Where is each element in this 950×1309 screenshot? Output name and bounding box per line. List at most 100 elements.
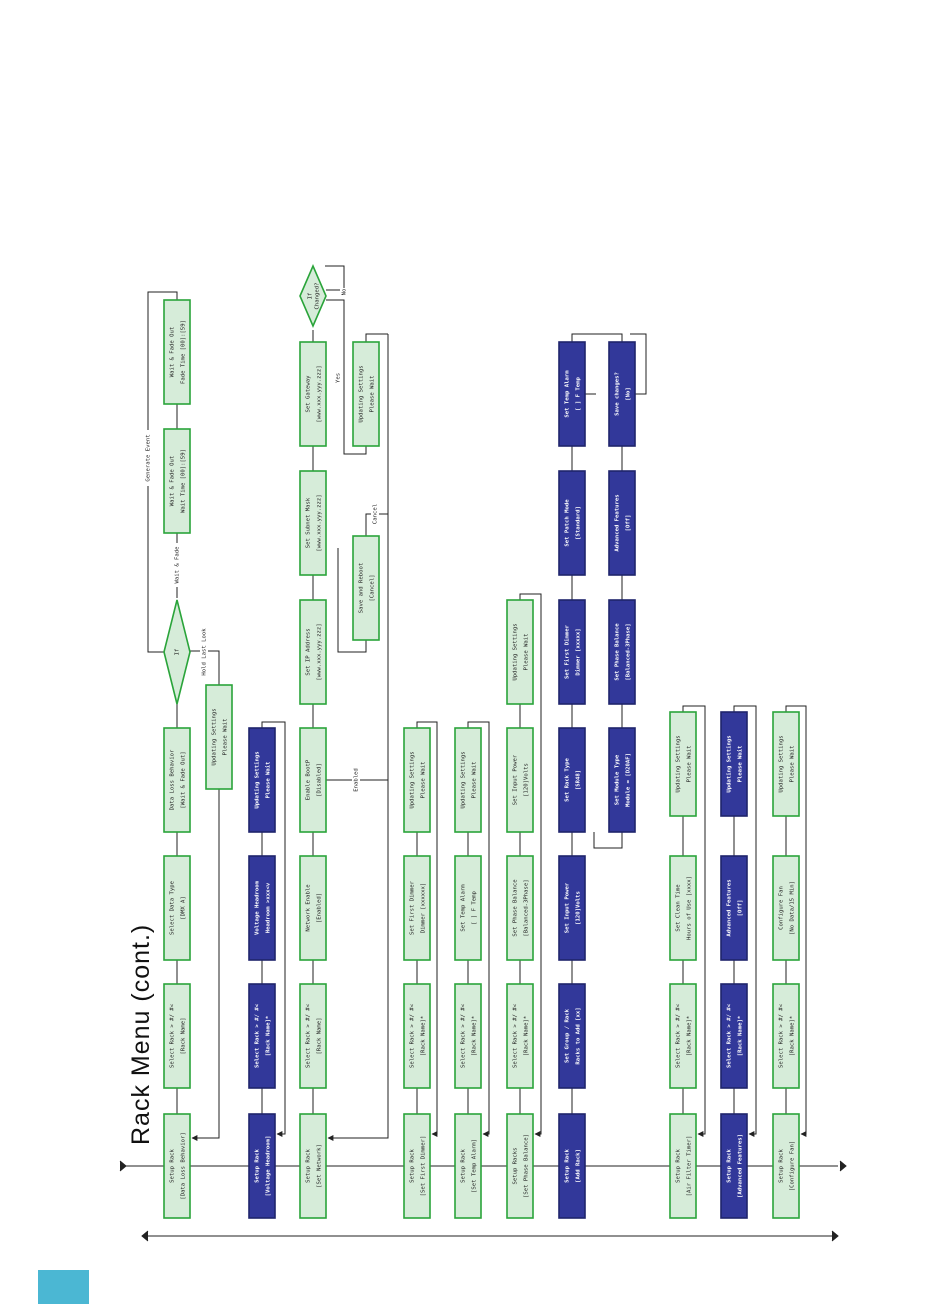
bottom-axis-arrow-right (831, 1230, 839, 1242)
menu-box (163, 299, 191, 405)
menu-box-line1: Setup Rack (170, 1149, 176, 1183)
save-link (337, 548, 367, 653)
menu-box-line2: Please Wait (472, 761, 478, 798)
menu-box-line1: Set Input Power (513, 754, 519, 805)
return-loop (519, 593, 542, 1137)
menu-box-line2: [Disabled] (317, 763, 323, 797)
menu-box-line1: Save changes? (615, 372, 621, 416)
menu-box (506, 599, 534, 705)
menu-box (506, 1113, 534, 1219)
return-loop (416, 721, 438, 1137)
menu-box-line2: [Off] (626, 515, 632, 532)
menu-box-line1: Updating Settings (461, 751, 467, 808)
menu-box-line1: Updating Settings (212, 708, 218, 765)
menu-box (558, 470, 586, 576)
menu-box-line2: [www.xxx.yyy.zzz] (317, 365, 323, 422)
edge-label: No (342, 289, 348, 296)
row1-return (191, 789, 220, 1141)
menu-box-line1: Updating Settings (779, 735, 785, 792)
menu-box (248, 983, 276, 1089)
menu-box-line2: [No] (626, 387, 632, 400)
menu-box (772, 1113, 800, 1219)
menu-box-line2: Racks to Add [xx] (576, 1007, 582, 1064)
menu-box-line2: [120]Volts (576, 891, 582, 925)
menu-box-line1: Select Rack > #/ #< (779, 1003, 785, 1068)
menu-box-line1: Select Rack > #/ #< (306, 1003, 312, 1068)
menu-boxes: Setup Rack[Data Loss Behavior]Select Rac… (163, 263, 800, 1219)
menu-box-line1: Updating Settings (676, 735, 682, 792)
menu-box-line1: Select Rack > #/ #< (255, 1003, 261, 1068)
menu-box (403, 727, 431, 833)
menu-box-line2: Please Wait (790, 745, 796, 782)
menu-box-line1: Select Rack > #/ #< (676, 1003, 682, 1068)
menu-box-line1: Set First Dimmer (565, 624, 571, 679)
menu-box-line1: Set IP Address (306, 628, 312, 675)
menu-box (558, 599, 586, 705)
menu-box-line1: Save and Reboot (359, 563, 365, 614)
r7-save-loop (630, 333, 647, 395)
menu-box-line1: Updating Settings (513, 623, 519, 680)
menu-box-line1: Setup Racks (513, 1147, 519, 1184)
page-title: Rack Menu (cont.) (127, 924, 155, 1145)
menu-box-line2: Hours of Use [xxxx] (687, 876, 693, 940)
menu-box-line2: Dimmer [xxxxxx] (421, 883, 427, 934)
main-axis-arrow-right (839, 1160, 847, 1172)
menu-box (299, 1113, 327, 1219)
menu-box-line2: Please Wait (266, 761, 272, 798)
menu-box-line1: Set Input Power (565, 882, 571, 933)
updating-to-return (365, 333, 388, 342)
menu-box-line2: [No Data/15 Min] (790, 881, 796, 935)
menu-box (558, 855, 586, 961)
menu-box-line1: Configure Fan (779, 886, 785, 930)
menu-box (558, 1113, 586, 1219)
menu-box-line1: Setup Rack (676, 1149, 682, 1183)
menu-box-line1: Set Subnet Mask (306, 497, 312, 548)
menu-box-line2: Dimmer [xxxxx] (576, 628, 582, 675)
menu-box-line1: Set Phase Balance (615, 623, 621, 681)
menu-box (669, 711, 697, 817)
menu-box-line2: [www.xxx.yyy.zzz] (317, 494, 323, 551)
menu-box-line1: Select Rack > #/ #< (727, 1003, 733, 1068)
menu-box (248, 727, 276, 833)
menu-box (772, 711, 800, 817)
menu-box-line2: [Air Filter Timer] (687, 1136, 693, 1197)
menu-box-line1: Select Rack > #/ #< (170, 1003, 176, 1068)
menu-box (299, 470, 327, 576)
menu-box (299, 855, 327, 961)
menu-box (454, 1113, 482, 1219)
menu-box-line1: Setup Rack (779, 1149, 785, 1183)
menu-box-line1: Enable BootP (306, 759, 312, 800)
edge-label: Enabled (354, 768, 360, 792)
menu-box-line2: [Rack Name]* (421, 1016, 427, 1056)
menu-box-line2: Wait Time [00]:[59] (181, 449, 187, 513)
menu-box-line2: [Advanced Features] (738, 1134, 744, 1198)
menu-box-line1: Set Phase Balance (513, 879, 519, 937)
menu-box-line1: Setup Rack (461, 1149, 467, 1183)
menu-box-line2: [Rack Name]* (472, 1016, 478, 1056)
menu-box (205, 684, 233, 790)
decision-label-line1: If (308, 293, 314, 300)
r7-down-link (593, 832, 623, 849)
return-loop (733, 705, 757, 1137)
menu-box (163, 727, 191, 833)
r7-top-link (596, 333, 623, 342)
menu-box (720, 711, 748, 817)
bottom-axis-arrow-left (141, 1230, 149, 1242)
menu-box-line1: Setup Rack (410, 1149, 416, 1183)
menu-box-line2: [ ] F Temp (576, 377, 582, 411)
menu-box-line2: [Rack Name]* (738, 1015, 744, 1056)
menu-box (669, 1113, 697, 1219)
menu-box (506, 855, 534, 961)
edge-label: Wait & Fade (175, 546, 181, 584)
edge-label-bg (144, 430, 152, 486)
menu-box (608, 599, 636, 705)
menu-box-line1: Select Rack > #/ #< (513, 1003, 519, 1068)
menu-box-line1: Setup Rack (565, 1149, 571, 1183)
menu-box-line1: Select Data Type (170, 880, 176, 935)
menu-box (720, 1113, 748, 1219)
menu-box (772, 855, 800, 961)
menu-box-line1: Set Temp Alarm (565, 370, 571, 418)
menu-box (299, 599, 327, 705)
menu-box-line2: Please Wait (223, 718, 229, 755)
